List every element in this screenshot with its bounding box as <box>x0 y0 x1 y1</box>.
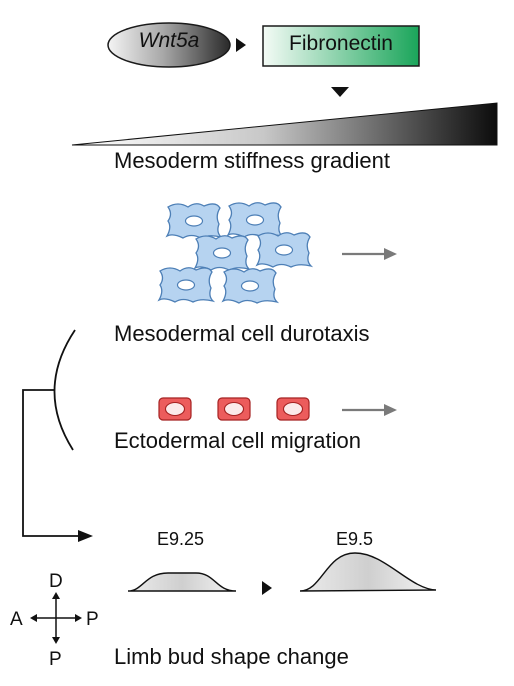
mesodermal-cell <box>256 232 312 268</box>
durotaxis-label: Mesodermal cell durotaxis <box>114 321 370 346</box>
fibronectin-label: Fibronectin <box>289 32 393 55</box>
wnt5a-label: Wnt5a <box>138 29 200 52</box>
axis-label-anterior: A <box>10 609 23 630</box>
wnt5a-ellipse <box>107 22 231 68</box>
mesodermal-cell-group <box>158 202 312 304</box>
axis-label-dorsal: D <box>49 571 63 592</box>
stage-arrow <box>262 581 272 595</box>
connector-line <box>22 389 80 537</box>
limb-bud-e9-25 <box>127 572 237 592</box>
ectodermal-cell <box>158 397 192 421</box>
limb-bud-shape-label: Limb bud shape change <box>114 644 349 669</box>
ectodermal-cell <box>217 397 251 421</box>
mesodermal-cell <box>158 267 214 303</box>
axis-label-posterior: P <box>86 609 99 630</box>
durotaxis-arrow-head <box>384 248 397 260</box>
mesodermal-cell <box>222 268 278 304</box>
down-arrow <box>331 87 349 97</box>
mesodermal-cell <box>194 235 250 271</box>
stiffness-gradient-wedge <box>71 102 498 146</box>
bracket-arc <box>53 329 76 451</box>
stage-label-e9-25: E9.25 <box>157 529 205 549</box>
migration-arrow-head <box>384 404 397 416</box>
mesodermal-cell <box>166 203 222 239</box>
limb-bud-e9-5 <box>299 552 437 592</box>
axis-compass <box>30 592 82 644</box>
ectodermal-cell <box>276 397 310 421</box>
stage-label-e9-5: E9.5 <box>336 529 374 549</box>
axis-label-ventral: P <box>49 649 62 670</box>
arrow-head-wnt5a-to-fibronectin <box>236 38 246 52</box>
fibronectin-box <box>262 25 420 67</box>
mesodermal-cell <box>227 202 283 238</box>
ectodermal-migration-label: Ectodermal cell migration <box>114 428 361 453</box>
connector-arrow-head <box>78 530 93 542</box>
stiffness-gradient-label: Mesoderm stiffness gradient <box>114 148 390 173</box>
ectodermal-cell-group <box>158 397 310 421</box>
